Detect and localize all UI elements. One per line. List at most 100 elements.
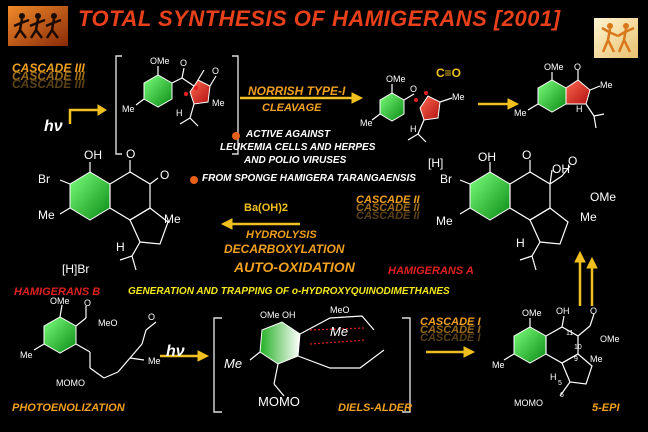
runners-logo-icon [8,6,68,46]
bracket-top [115,55,239,155]
atom-o: O [160,168,170,182]
atom-o: O [590,306,598,316]
atom-me: Me [590,354,603,364]
atom-o: O [522,148,532,162]
locant-5: 5 [558,380,562,387]
benzoyl-biradical [135,66,217,127]
cascade-three-label: CASCADE III CASCADE III CASCADE III [12,61,85,91]
cascade-one-label: CASCADE I CASCADE I CASCADE I [420,316,481,344]
atom-o: O [410,84,418,94]
locant-11: 11 [566,330,574,337]
atom-ome: OMe [544,62,564,72]
atom-o: O [126,147,136,161]
arrowhead-hydrolysis [220,218,233,230]
atom-ome: OMe [522,308,542,318]
atom-h: H [410,124,417,134]
arrow-hv-top [68,108,98,124]
atom-h: H [550,372,557,382]
decarboxylation-label: DECARBOXYLATION [224,242,345,256]
atom-me: Me [580,210,597,224]
atom-h-br: [H]Br [62,262,90,276]
atom-ome: OMe [150,56,170,66]
atom-br: Br [38,172,50,186]
five-epi-structure [503,313,595,397]
atom-ome: OMe [600,334,620,344]
atom-me: Me [224,356,243,371]
atom-h: H [176,108,183,118]
atom-me: Me [38,208,55,222]
atom-ome: OMe [386,74,406,84]
atom-momo: MOMO [258,394,300,409]
photoenolization-label: PHOTOENOLIZATION [12,402,125,414]
arrowhead-up-1 [574,250,586,263]
benzaldehyde-precursor [33,304,157,379]
atom-me: Me [492,360,505,370]
atom-me: Me [148,356,161,366]
bullet-icon [232,132,240,140]
diels-alder-label: DIELS-ALDER [338,402,412,414]
reagent-label: Ba(OH)2 [244,202,289,214]
activity-line-3: AND POLIO VIRUSES [244,155,347,166]
reaction-arrows [68,92,598,362]
arrowhead-hv-bottom [197,350,210,362]
atom-momo: MOMO [514,398,543,408]
hamigeran-a-structure [459,160,571,271]
five-epi-label: 5-EPI [592,402,620,414]
atom-ome: OMe [590,190,617,204]
cascade-two-label: CASCADE II CASCADE II CASCADE II [356,194,420,222]
atom-o: O [84,298,92,308]
bullet-icon [190,176,198,184]
atom-meo-o: MeO [330,305,350,315]
indanone-product [527,70,605,129]
auto-oxidation-label: AUTO-OXIDATION [234,259,355,275]
atom-h-bracket: [H] [428,156,444,170]
atom-me: Me [452,92,465,102]
cleavage-label: CLEAVAGE [262,102,322,114]
hv-label-bottom: hν [166,343,185,360]
atom-o: O [568,154,578,168]
activity-line-2: LEUKEMIA CELLS AND HERPES [220,142,376,153]
atom-oh: OH [556,306,570,316]
atom-br: Br [440,172,452,186]
arrowhead-to-indanone [507,98,520,110]
atom-ome-oh: OMe OH [260,310,296,320]
diels-alder-transition-state [249,315,385,397]
bracket-bottom [213,317,411,413]
locant-9: 9 [574,356,578,363]
hamigeran-b-structure [59,160,169,271]
atom-oh: OH [552,162,570,176]
page-title: TOTAL SYNTHESIS OF HAMIGERANS [2001] [78,6,561,31]
atom-h: H [576,104,583,114]
locant-10: 10 [574,344,582,351]
atom-me: Me [600,80,613,90]
locant-6: 6 [560,392,564,399]
atom-me: Me [436,214,453,228]
atom-me: Me [164,212,181,226]
source-line: FROM SPONGE HAMIGERA TARANGAENSIS [202,173,416,184]
atom-h: H [516,236,525,250]
arrowhead-norrish [351,92,364,104]
atom-oh: OH [478,150,496,164]
arrowhead-up-2 [586,256,598,269]
arrowhead-hv-top [97,104,107,116]
atom-momo: MOMO [56,378,85,388]
atom-me: Me [330,324,349,339]
acyl-radical-intermediate [371,84,453,143]
atom-o: O [212,66,220,76]
generation-label: GENERATION AND TRAPPING OF o-HYDROXYQUIN… [128,286,450,297]
atom-me: Me [360,118,373,128]
atom-meo: MeO [98,318,118,328]
atom-me: Me [212,98,225,108]
atom-h: H [116,240,125,254]
hydrolysis-label: HYDROLYSIS [246,229,317,241]
hv-label-top: hν [44,118,63,135]
hamigerans-b-label: HAMIGERANS B [14,286,101,298]
atom-me: Me [122,104,135,114]
atom-o: O [574,62,582,72]
atom-o: O [148,312,156,322]
atom-me: Me [514,108,527,118]
atom-ome: OMe [50,296,70,306]
atom-o: O [180,58,188,68]
